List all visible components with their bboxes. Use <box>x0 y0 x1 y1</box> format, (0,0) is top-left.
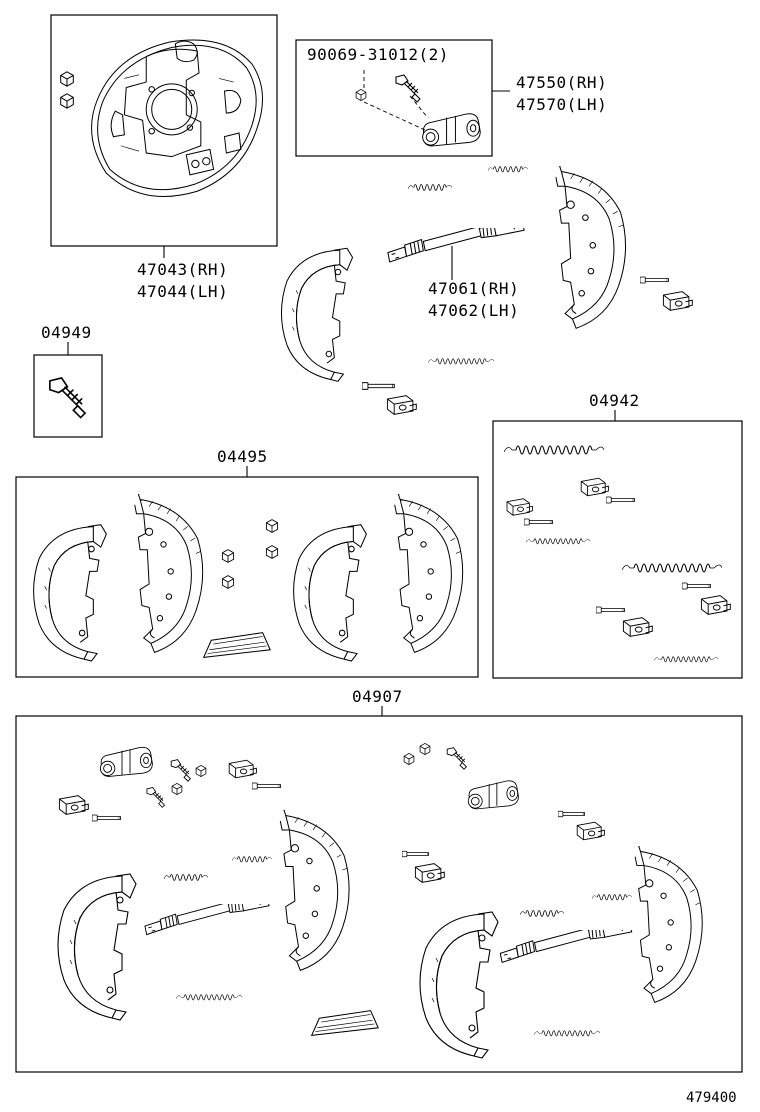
spring-icon <box>504 445 604 455</box>
pin-icon <box>640 276 669 284</box>
part-label-backing-plate-lh: 47044(LH) <box>137 282 228 301</box>
kit-label-04949: 04949 <box>41 323 92 342</box>
wheel-cylinder-icon <box>99 746 153 777</box>
cap-icon <box>265 545 279 559</box>
wheel-cylinder-icon <box>422 113 481 147</box>
spring-icon <box>592 894 632 901</box>
spring-icon <box>176 994 242 1001</box>
brake-shoe-icon <box>280 247 354 382</box>
bleeder-icon <box>395 74 421 103</box>
part-label-bolt: 90069-31012(2) <box>307 45 449 64</box>
bleeder-icon <box>146 787 165 808</box>
cap-icon <box>195 765 207 777</box>
part-label-wheel-cyl-lh: 47570(LH) <box>516 95 607 114</box>
kit-04907-group: 04907 <box>15 687 743 1073</box>
pin-icon <box>402 850 430 858</box>
pin-icon <box>92 814 121 822</box>
wheel-cylinder-icon <box>467 780 519 810</box>
kit-label-04942: 04942 <box>589 391 640 410</box>
pin-icon <box>606 496 635 504</box>
shim-icon <box>203 632 271 658</box>
cap-icon <box>221 549 235 563</box>
spring-icon <box>654 656 718 663</box>
backing-plate-group: 47043(RH) 47044(LH) <box>50 14 278 301</box>
bleeder-icon <box>49 377 86 419</box>
pin-icon <box>252 782 281 790</box>
spring-icon <box>164 874 208 881</box>
brake-shoe-icon <box>57 873 137 1021</box>
spring-icon <box>232 856 272 863</box>
spring-icon <box>488 166 528 173</box>
pin-icon <box>558 810 586 818</box>
kit-label-04495: 04495 <box>217 447 268 466</box>
clip-icon <box>576 821 605 841</box>
kit-04942-box <box>492 420 743 679</box>
kit-label-04907: 04907 <box>352 687 403 706</box>
brake-shoe-icon <box>419 911 499 1059</box>
clip-icon <box>622 617 653 637</box>
brake-shoe-icon <box>394 494 464 653</box>
brake-shoe-icon <box>293 524 367 662</box>
brake-shoe-icon <box>555 166 627 329</box>
cap-icon <box>403 753 415 765</box>
pin-icon <box>362 382 395 390</box>
clip-icon <box>506 498 533 516</box>
clip-icon <box>662 291 693 311</box>
part-label-adjuster-rh: 47061(RH) <box>428 279 519 298</box>
cap-icon <box>265 519 279 533</box>
bleeder-icon <box>446 747 467 770</box>
kit-04949-group: 04949 <box>33 323 103 438</box>
spring-icon <box>534 1030 600 1037</box>
spring-icon <box>408 184 452 191</box>
clip-icon <box>700 595 731 615</box>
adjuster-icon <box>499 930 633 963</box>
kit-04907-box <box>15 715 743 1073</box>
clip-icon <box>414 863 445 883</box>
clip-icon <box>228 759 257 779</box>
brake-shoe-icon <box>279 810 350 971</box>
kit-04942-group: 04942 <box>492 391 743 679</box>
backing-plate-icon <box>91 39 264 198</box>
pin-icon <box>596 606 625 614</box>
spring-icon <box>428 358 494 365</box>
kit-04495-group: 04495 <box>15 447 479 678</box>
brake-shoe-icon <box>634 846 703 1003</box>
part-label-wheel-cyl-rh: 47550(RH) <box>516 73 607 92</box>
brake-shoe-icon <box>134 494 204 653</box>
shoe-assembly-top: 47061(RH) 47062(LH) <box>280 166 693 415</box>
adjuster-icon <box>387 228 525 263</box>
part-label-backing-plate-rh: 47043(RH) <box>137 260 228 279</box>
bleeder-icon <box>170 759 191 782</box>
cap-icon <box>171 783 183 795</box>
part-label-adjuster-lh: 47062(LH) <box>428 301 519 320</box>
kit-04495-box <box>15 476 479 678</box>
spring-icon <box>520 910 564 917</box>
wheel-cylinder-box <box>295 39 493 157</box>
adjuster-icon <box>144 904 270 936</box>
bolt-icon <box>355 89 367 101</box>
figure-number: 479400 <box>686 1090 737 1106</box>
brake-shoe-icon <box>33 524 107 662</box>
clip-icon <box>580 477 609 497</box>
shim-icon <box>311 1010 379 1036</box>
wheel-cylinder-group: 90069-31012(2) 47550(RH) 47570(LH) <box>295 39 607 157</box>
cap-icon <box>419 743 431 755</box>
clip-icon <box>58 795 89 815</box>
spring-icon <box>526 538 590 545</box>
cap-icon <box>60 93 74 109</box>
spring-icon <box>622 563 722 573</box>
cap-icon <box>60 71 74 87</box>
pin-icon <box>524 518 553 526</box>
cap-icon <box>221 575 235 589</box>
pin-icon <box>682 582 711 590</box>
clip-icon <box>386 395 417 415</box>
kit-04949-box <box>33 354 103 438</box>
